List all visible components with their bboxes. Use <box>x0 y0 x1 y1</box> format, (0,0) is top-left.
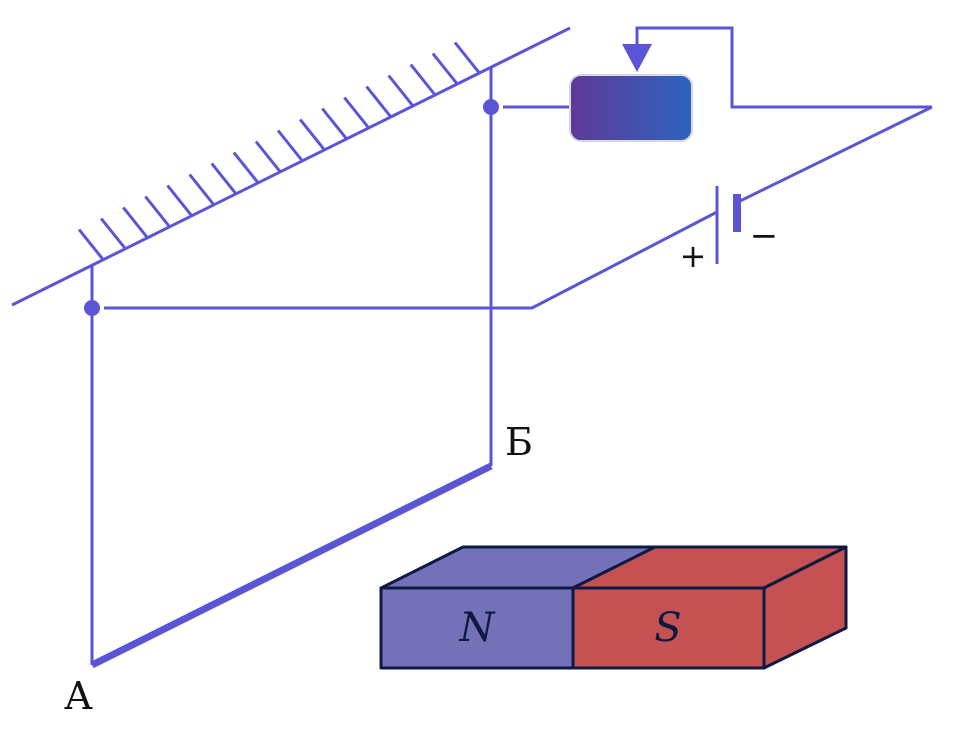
hatch-line <box>122 206 149 239</box>
bar-magnet: N S <box>379 545 848 670</box>
hatch-line <box>453 41 481 74</box>
hatch-line <box>343 96 370 129</box>
battery-minus-sign: − <box>750 216 779 256</box>
point-a-label: А <box>64 674 93 718</box>
hatch-line <box>166 184 193 217</box>
hatch-line <box>144 195 171 228</box>
hatch-line <box>99 217 127 250</box>
lower-circuit-wire <box>104 210 718 310</box>
ceiling-line <box>11 26 571 307</box>
magnet-south-label: S <box>654 605 681 651</box>
hatch-line <box>254 140 282 173</box>
magnet-south-front <box>571 586 766 670</box>
right-contact-point <box>483 99 499 115</box>
hatch-line <box>387 74 414 107</box>
rheostat-slider-wire <box>635 26 932 109</box>
conductor-ab <box>90 462 493 669</box>
hatch-line <box>298 118 326 151</box>
hatch-line <box>188 173 215 206</box>
hatch-line <box>409 63 436 96</box>
rheostat <box>569 74 693 142</box>
hatch-line <box>232 151 260 184</box>
hatch-line <box>77 228 105 261</box>
hatch-line <box>321 107 348 140</box>
point-b-label: Б <box>505 420 533 464</box>
battery-to-far-corner-wire <box>737 105 933 204</box>
magnet-north-label: N <box>459 605 497 651</box>
ceiling-support <box>11 26 571 307</box>
battery: + − <box>680 186 779 275</box>
hatch-line <box>276 129 304 162</box>
hatch-line <box>431 52 459 85</box>
ceiling-hatching <box>77 41 481 261</box>
slider-arrow-icon <box>622 44 652 72</box>
battery-plus-sign: + <box>680 237 707 275</box>
left-contact-point <box>84 300 100 316</box>
hatch-line <box>365 85 392 118</box>
hatch-line <box>210 162 237 195</box>
